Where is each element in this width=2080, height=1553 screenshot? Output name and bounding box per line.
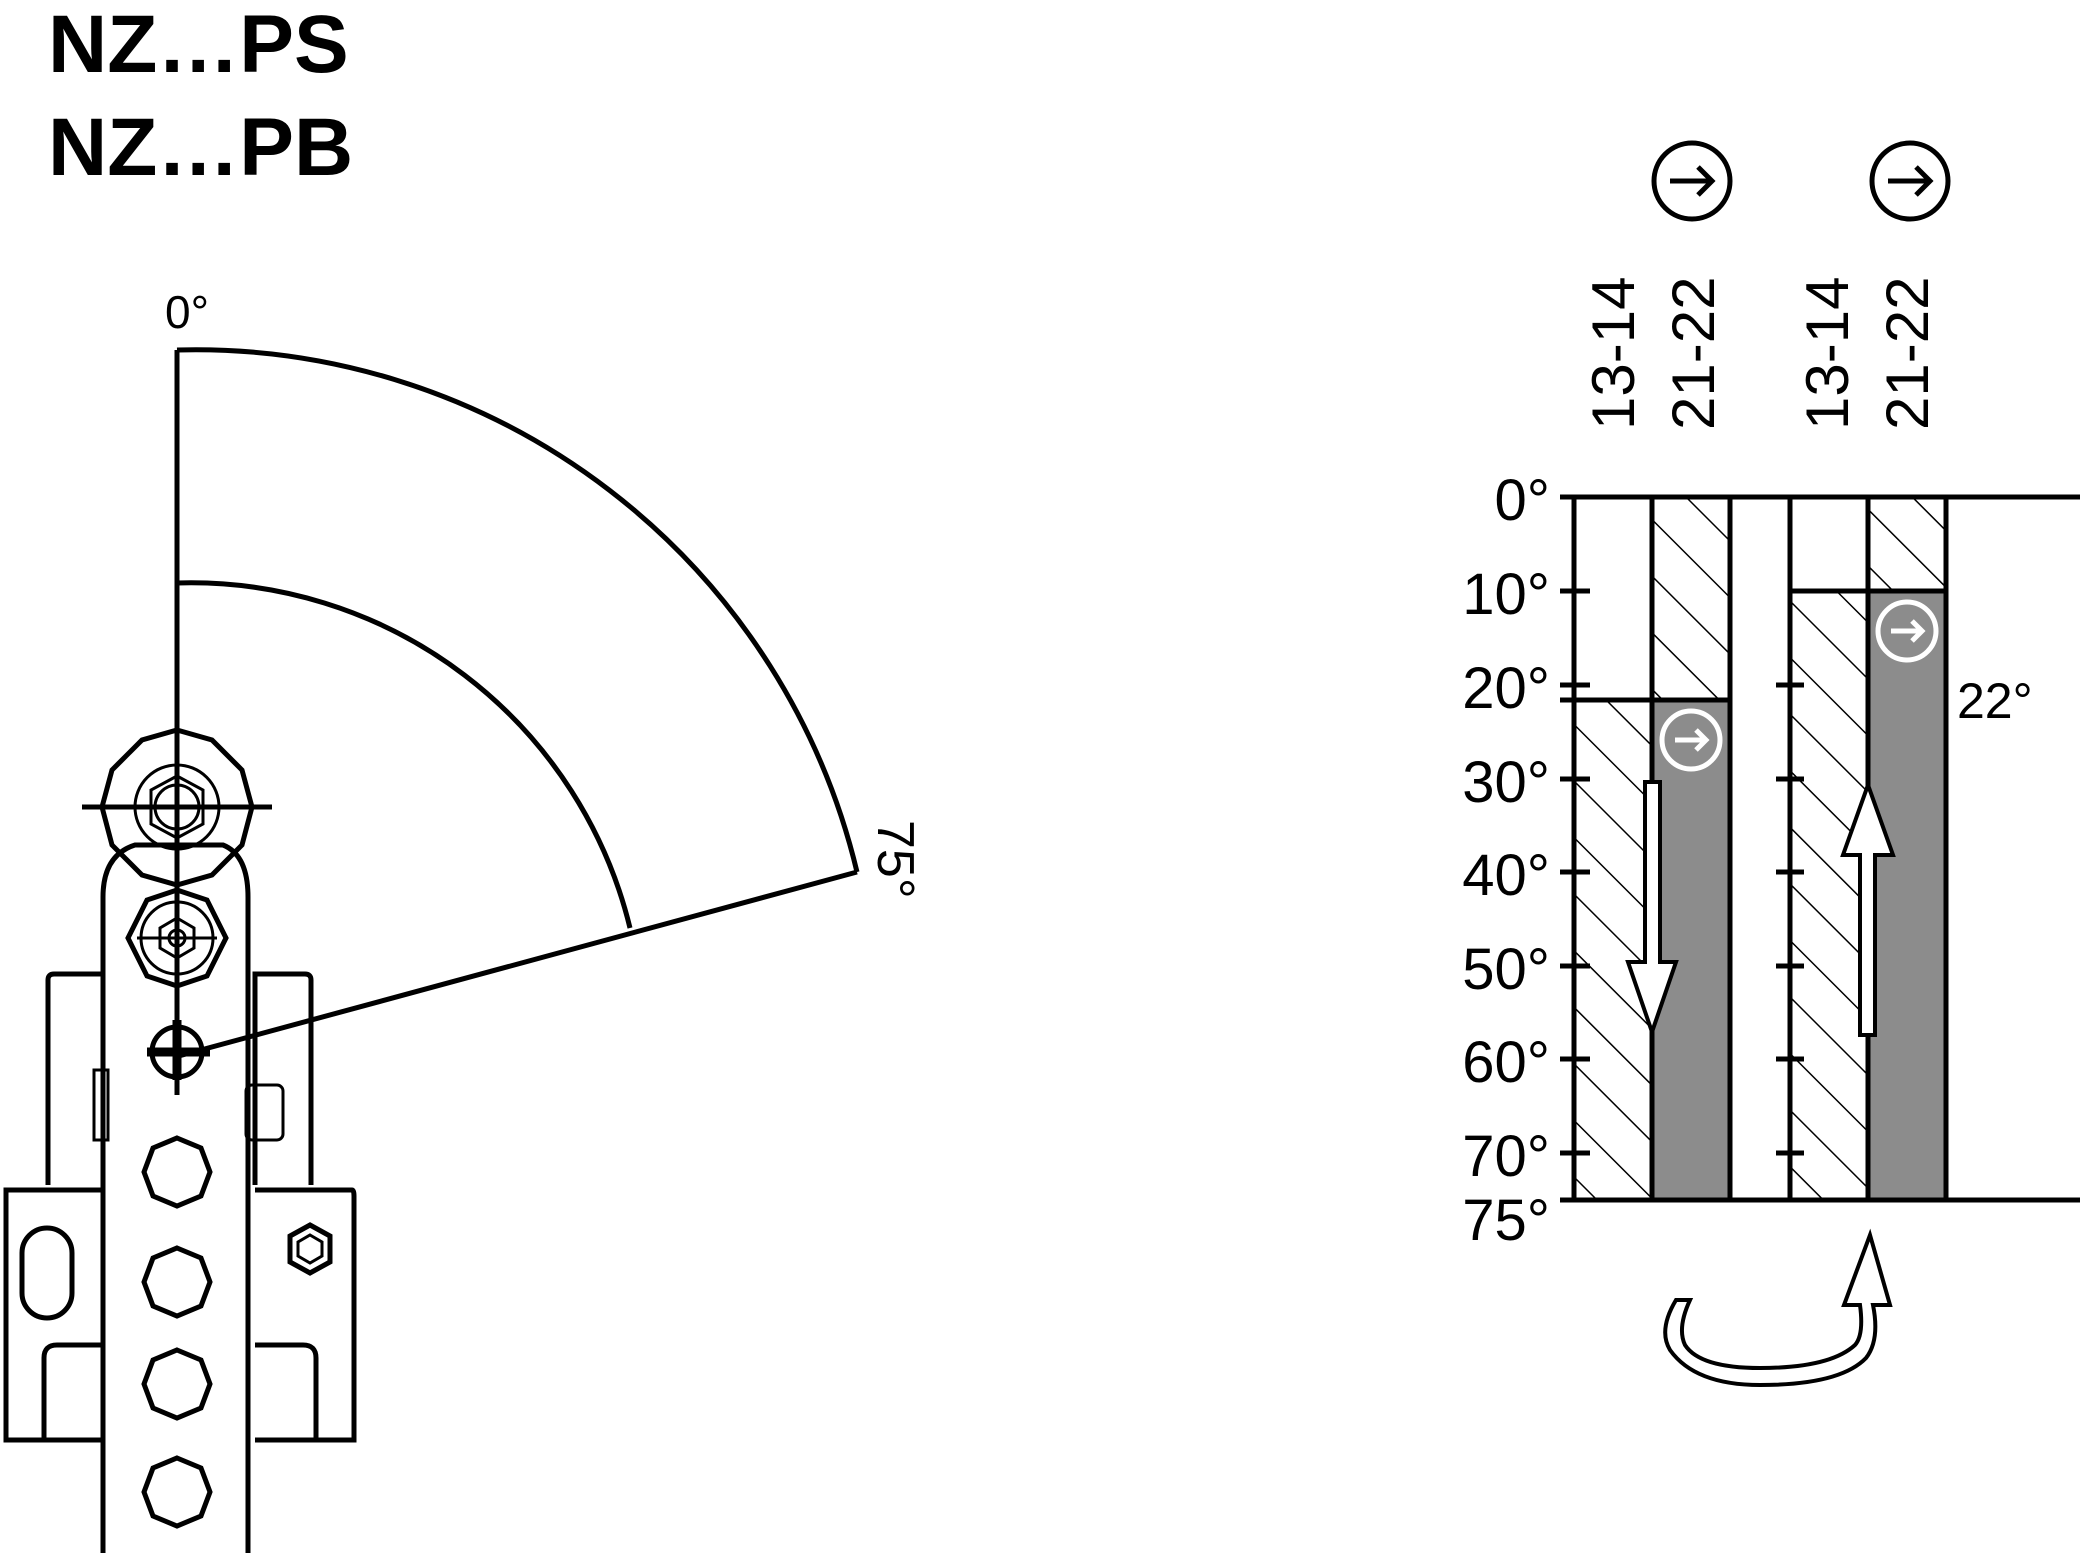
arrow-up-icon bbox=[1840, 779, 1896, 1037]
scale-label: 70° bbox=[1462, 1124, 1550, 1189]
adjust-hole bbox=[141, 1455, 213, 1529]
angle-start-label: 0° bbox=[165, 286, 209, 338]
positive-opening-icon bbox=[1869, 140, 1951, 222]
scale-label: 40° bbox=[1462, 843, 1550, 908]
adjust-hole bbox=[141, 1135, 213, 1209]
model-title-pb: NZ…PB bbox=[48, 102, 353, 193]
curved-arrow-icon bbox=[1663, 1228, 1893, 1388]
lever-hub bbox=[125, 887, 229, 989]
model-title-ps: NZ…PS bbox=[48, 0, 349, 90]
scale-ticks bbox=[1560, 588, 1804, 1156]
lever-angle-sector: 0° 75° bbox=[165, 286, 924, 1095]
roller-wheel bbox=[99, 727, 255, 888]
roller-lever bbox=[3, 727, 357, 1553]
scale-label: 60° bbox=[1462, 1030, 1550, 1095]
adjust-hole bbox=[141, 1245, 213, 1319]
contact-label-13-14-a: 13-14 bbox=[1580, 277, 1647, 430]
adjust-hole bbox=[141, 1347, 213, 1421]
contact-label-21-22-a: 21-22 bbox=[1660, 277, 1727, 430]
mount-slot bbox=[19, 1225, 75, 1321]
scale-label: 20° bbox=[1462, 656, 1550, 721]
contact-label-21-22-b: 21-22 bbox=[1874, 277, 1941, 430]
positive-opening-icon bbox=[1875, 599, 1939, 663]
positive-opening-icon bbox=[1651, 140, 1733, 222]
contact-travel-diagram: 13-14 21-22 13-14 21-22 bbox=[1462, 140, 2080, 1388]
mount-hex-bolt bbox=[287, 1222, 333, 1276]
scale-label: 10° bbox=[1462, 562, 1550, 627]
scale-label: 75° bbox=[1462, 1188, 1550, 1253]
arrow-down-icon bbox=[1625, 780, 1679, 1039]
scale-label: 0° bbox=[1495, 468, 1550, 533]
scale-label: 50° bbox=[1462, 937, 1550, 1002]
angle-end-label: 75° bbox=[866, 820, 924, 899]
positive-opening-icon bbox=[1659, 708, 1723, 772]
contact-label-13-14-b: 13-14 bbox=[1794, 277, 1861, 430]
scale-label: 30° bbox=[1462, 750, 1550, 815]
switch-point-label: 22° bbox=[1957, 673, 2033, 729]
